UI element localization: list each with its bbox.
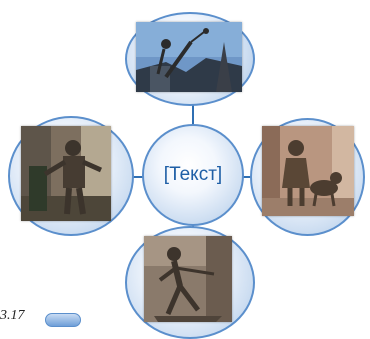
sculpture-on-rooftop-photo bbox=[136, 22, 242, 92]
shape-swatch bbox=[45, 313, 81, 327]
bronze-figures-photo bbox=[262, 126, 354, 216]
connector-left bbox=[120, 176, 148, 178]
dancing-figure-sculpture-photo bbox=[144, 236, 232, 322]
center-text-label: [Текст] bbox=[163, 164, 223, 185]
bronze-statue-photo bbox=[21, 126, 111, 221]
figure-caption: 3.17 bbox=[0, 308, 25, 323]
node-circle-center[interactable]: [Текст] bbox=[142, 124, 244, 226]
connector-top bbox=[192, 92, 194, 132]
